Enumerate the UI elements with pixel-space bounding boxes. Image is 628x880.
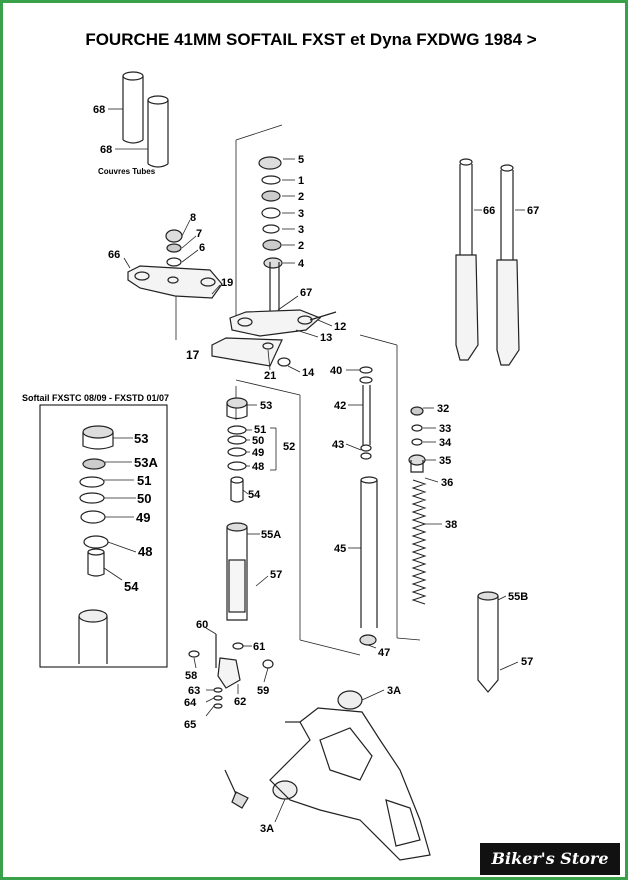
label-27: 32 — [437, 403, 449, 415]
label-32: 38 — [445, 519, 457, 531]
label-7: 3 — [298, 224, 304, 236]
label-37: 48 — [252, 461, 264, 473]
label-1: 68 — [93, 104, 105, 116]
label-57: 47 — [378, 647, 390, 659]
fork-assembly-left — [455, 158, 479, 361]
label-28: 33 — [439, 423, 451, 435]
clamp-top-parts — [165, 229, 183, 267]
label-11: 7 — [196, 228, 202, 240]
label-43: 53A — [134, 455, 158, 470]
inset-box — [39, 404, 168, 668]
label-6: 3 — [298, 208, 304, 220]
label-48: 54 — [124, 579, 139, 594]
label-16: 12 — [334, 321, 346, 333]
label-44: 51 — [137, 473, 151, 488]
label-58: 55B — [508, 591, 528, 603]
label-4: 1 — [298, 175, 304, 187]
label-5: 2 — [298, 191, 304, 203]
fork-assembly-right — [496, 164, 520, 366]
spring-parts — [408, 406, 426, 473]
label-30: 35 — [439, 455, 451, 467]
steering-stem — [229, 262, 337, 337]
label-8: 2 — [298, 240, 304, 252]
label-24: 42 — [334, 400, 346, 412]
label-40: 55A — [261, 529, 281, 541]
label-26: 45 — [334, 543, 346, 555]
label-49: 60 — [196, 619, 208, 631]
label-54: 64 — [184, 697, 197, 709]
fork-spring — [411, 479, 427, 605]
label-55: 62 — [234, 696, 246, 708]
label-42: 53 — [134, 431, 148, 446]
label-29: 34 — [439, 437, 452, 449]
label-50: 61 — [253, 641, 265, 653]
label-2: 68 — [100, 144, 112, 156]
label-39: 54 — [248, 489, 261, 501]
label-15: 67 — [300, 287, 312, 299]
label-17: 13 — [320, 332, 332, 344]
label-9: 4 — [298, 258, 305, 270]
fork-bracket — [211, 337, 291, 367]
stem-nut-parts — [258, 156, 283, 269]
label-12: 6 — [199, 242, 205, 254]
label-53: 63 — [188, 685, 200, 697]
label-59: 57 — [521, 656, 533, 668]
label-52: 59 — [257, 685, 269, 697]
label-25: 43 — [332, 439, 344, 451]
inset-parts — [78, 425, 114, 664]
label-38: 52 — [283, 441, 295, 453]
label-18: 17 — [186, 348, 200, 362]
label-23: 40 — [330, 365, 342, 377]
label-56: 65 — [184, 719, 196, 731]
label-60: 3A — [387, 685, 401, 697]
label-35: 50 — [252, 435, 264, 447]
label-34: 51 — [254, 424, 266, 436]
label-45: 50 — [137, 491, 151, 506]
label-3: 5 — [298, 154, 304, 166]
upper-triple-clamp — [127, 265, 223, 299]
label-13: 66 — [108, 249, 120, 261]
inset-title: Softail FXSTC 08/09 - FXSTD 01/07 — [22, 393, 169, 403]
frame-neck — [224, 690, 431, 861]
label-31: 36 — [441, 477, 453, 489]
label-14: 19 — [221, 277, 233, 289]
label-20: 14 — [302, 367, 315, 379]
label-51: 58 — [185, 670, 197, 682]
fork-slider-parts — [226, 397, 248, 621]
label-21: 66 — [483, 205, 495, 217]
damper-rod — [359, 366, 378, 646]
page-title: FOURCHE 41MM SOFTAIL FXST et Dyna FXDWG … — [85, 30, 537, 49]
label-10: 8 — [190, 212, 196, 224]
brand-logo: Biker's Store — [480, 843, 620, 875]
fork-tube-cover-left — [122, 71, 144, 144]
label-47: 48 — [138, 544, 152, 559]
label-36: 49 — [252, 447, 264, 459]
label-46: 49 — [136, 510, 150, 525]
label-41: 57 — [270, 569, 282, 581]
label-33: 53 — [260, 400, 272, 412]
label-22: 67 — [527, 205, 539, 217]
fork-tube-cover-right — [147, 95, 169, 168]
label-61: 3A — [260, 823, 274, 835]
label-19: 21 — [264, 370, 276, 382]
fork-slider-55b — [477, 591, 499, 693]
tubes-caption: Couvres Tubes — [98, 167, 156, 176]
